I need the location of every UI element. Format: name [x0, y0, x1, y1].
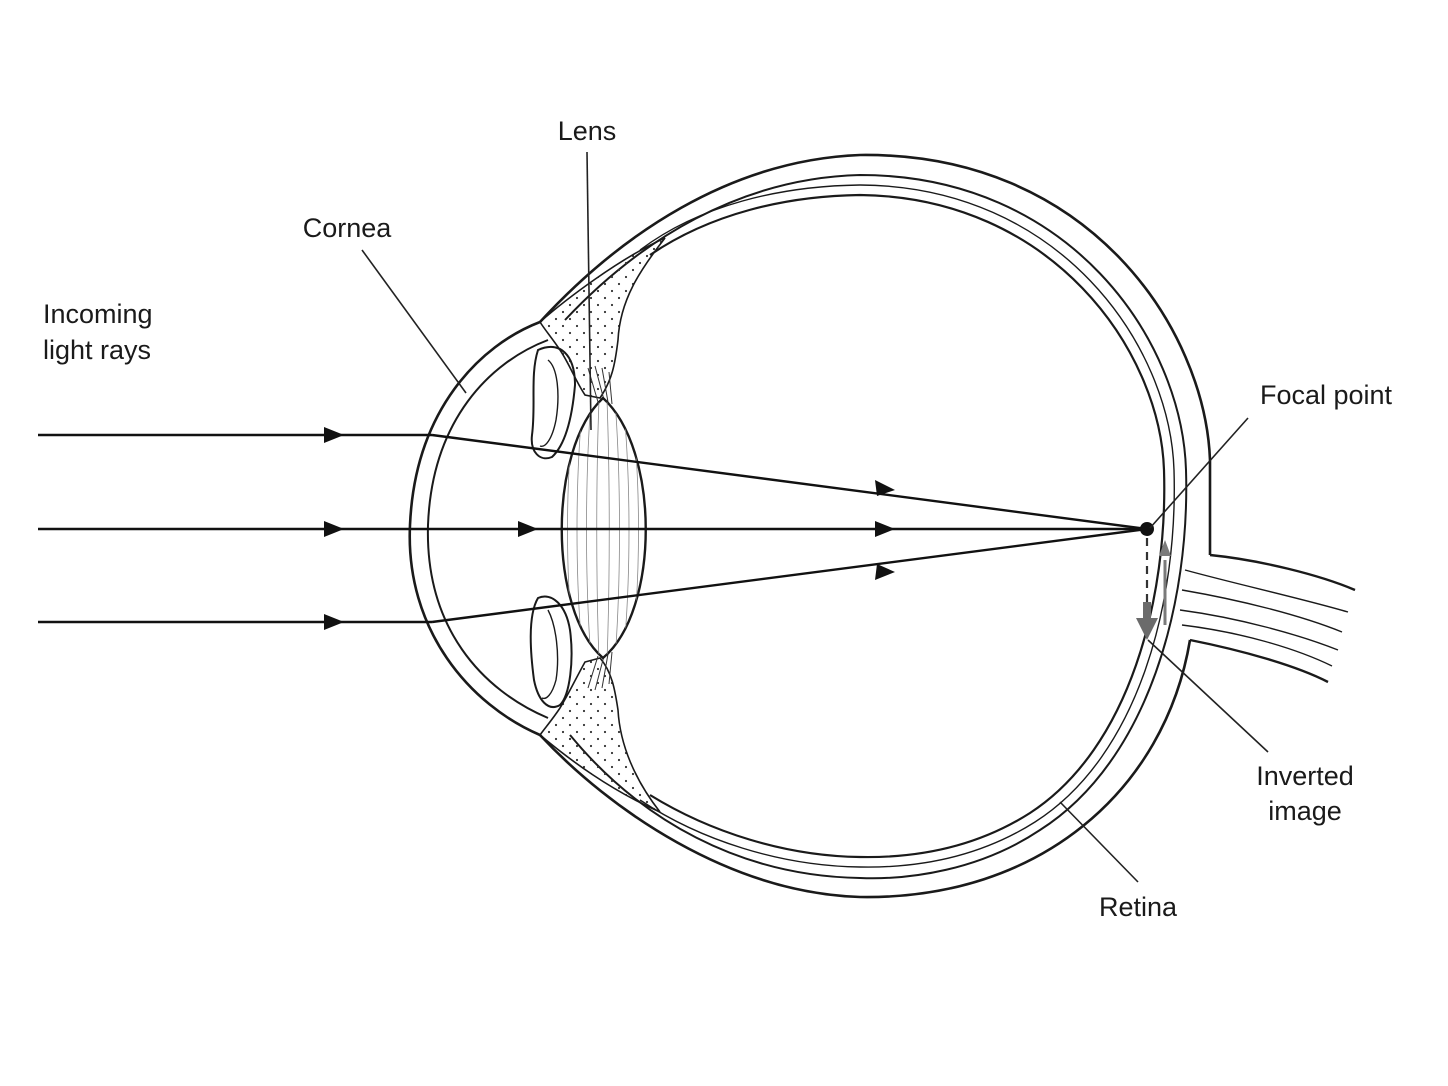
arrowhead	[875, 480, 895, 496]
iris-lower	[529, 595, 573, 708]
arrowhead	[875, 564, 895, 580]
optic-nerve	[1179, 553, 1356, 684]
arrowhead	[324, 614, 344, 630]
incoming-light-label-line2: light rays	[43, 335, 151, 365]
arrowhead	[518, 521, 538, 537]
inverted-image-label-line2: image	[1268, 796, 1342, 826]
inverted-image-arrows	[1136, 538, 1171, 640]
eyeball	[539, 153, 1212, 899]
arrowhead	[324, 521, 344, 537]
cornea	[408, 320, 549, 737]
focal-point-label: Focal point	[1260, 380, 1393, 410]
choroid-layer	[639, 184, 1175, 868]
retina-layer	[649, 193, 1166, 859]
cornea-label: Cornea	[303, 213, 393, 243]
ciliary-lower	[538, 657, 661, 813]
leader-lines	[361, 151, 1269, 883]
suspensory-ligaments	[587, 365, 613, 691]
incoming-light-label-line1: Incoming	[43, 299, 153, 329]
sclera-outer-lower	[539, 639, 1192, 899]
lens-label: Lens	[558, 116, 617, 146]
light-rays	[38, 427, 1148, 630]
sclera-inner	[564, 173, 1188, 880]
inverted-image-label-line1: Inverted	[1256, 761, 1354, 791]
retina-label: Retina	[1099, 892, 1178, 922]
arrowhead	[324, 427, 344, 443]
sclera-outer	[539, 153, 1212, 555]
iris	[529, 345, 577, 708]
focal-point-dot	[1140, 522, 1154, 536]
arrowhead	[875, 521, 895, 537]
iris-upper	[530, 345, 577, 460]
